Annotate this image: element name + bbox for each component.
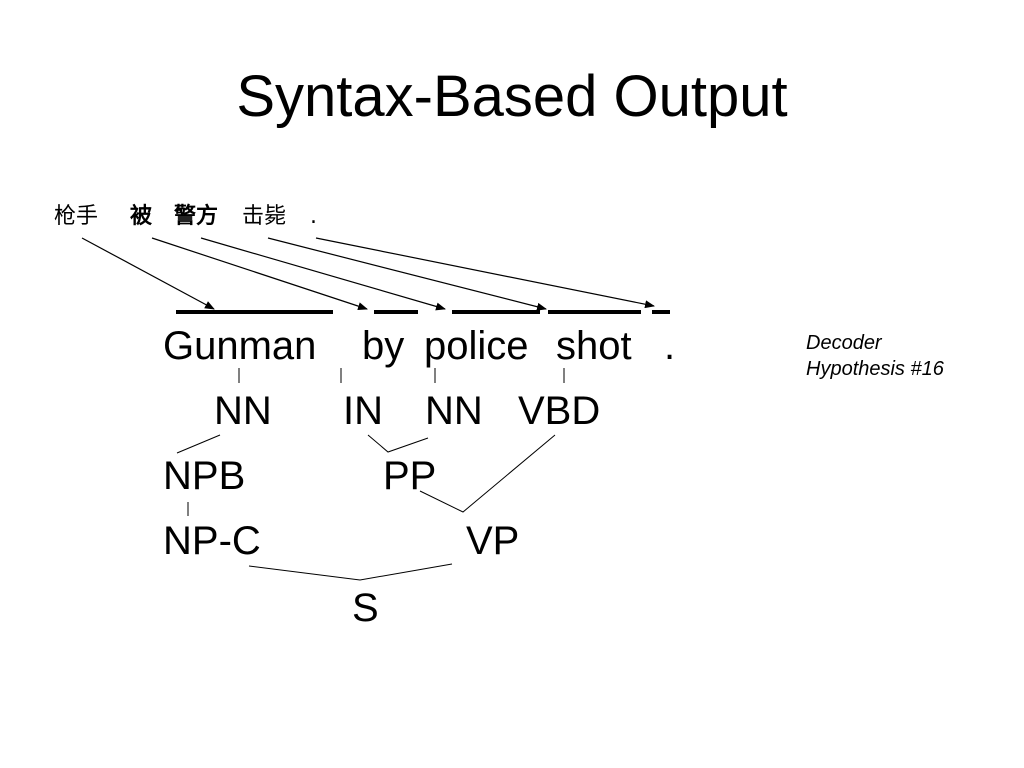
alignment-arrow-shot <box>267 237 547 311</box>
target-token-gunman: Gunman <box>163 324 317 368</box>
pos-tag-vbd: VBD <box>518 389 601 433</box>
alignment-arrow-by <box>151 237 368 310</box>
alignment-arrow-police <box>200 237 446 311</box>
pos-tag-nn-police: NN <box>425 389 483 433</box>
phrase-node-vp: VP <box>466 519 520 563</box>
target-token-period: . <box>664 324 676 368</box>
phrase-node-npc: NP-C <box>163 519 261 563</box>
edge-nn-npb <box>176 434 221 454</box>
phrase-node-s: S <box>352 586 379 630</box>
slide-title: Syntax-Based Output <box>236 64 788 129</box>
target-token-by: by <box>362 324 405 368</box>
source-token-gunman: 枪手 <box>54 204 99 229</box>
source-token-police: 警方 <box>174 204 219 229</box>
source-token-shot: 击毙 <box>242 204 287 229</box>
target-token-shot: shot <box>556 324 632 368</box>
note-line-hypothesis: Hypothesis #16 <box>806 358 944 380</box>
alignment-arrow-gunman <box>81 237 215 310</box>
phrase-node-npb: NPB <box>163 454 246 498</box>
source-token-period: . <box>310 204 317 229</box>
decoder-hypothesis-note: Decoder Hypothesis #16 <box>806 330 944 382</box>
phrase-node-pp: PP <box>383 454 437 498</box>
alignment-arrow-period <box>315 237 655 309</box>
note-line-decoder: Decoder <box>806 332 882 354</box>
edge-pp-vbd-vp <box>419 434 556 513</box>
pos-tag-in: IN <box>343 389 383 433</box>
edge-npc-vp-s <box>248 563 453 581</box>
edge-in-nn-pp <box>367 434 429 453</box>
source-token-by: 被 <box>130 204 153 229</box>
pos-tag-nn-gunman: NN <box>214 389 272 433</box>
target-token-police: police <box>424 324 529 368</box>
